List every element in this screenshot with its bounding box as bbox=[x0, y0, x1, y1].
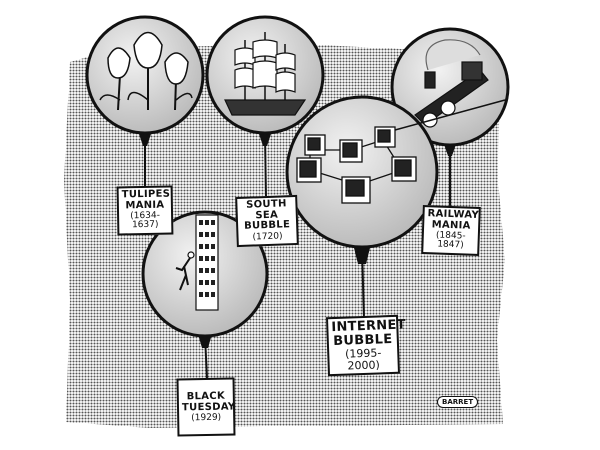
label-title: BLACK TUESDAY bbox=[181, 390, 236, 413]
label-title: INTERNET BUBBLE bbox=[331, 317, 407, 349]
label-dates: (1845-1847) bbox=[435, 230, 466, 251]
balloon-knot bbox=[444, 144, 456, 156]
balloon-knot bbox=[198, 334, 212, 348]
label-dates: (1995-2000) bbox=[344, 346, 382, 373]
balloon-knot bbox=[139, 134, 151, 146]
falling-man-icon bbox=[175, 251, 195, 291]
label-title: RAILWAY MANIA bbox=[427, 208, 480, 232]
artist-signature: BARRET bbox=[437, 396, 479, 408]
railway-mania-label: RAILWAY MANIA (1845-1847) bbox=[421, 205, 481, 256]
internet-bubble-label: INTERNET BUBBLE (1995-2000) bbox=[325, 314, 407, 377]
steam-train-icon bbox=[394, 39, 506, 131]
label-title: TULIPES MANIA bbox=[121, 188, 171, 211]
label-dates: (1720) bbox=[252, 230, 283, 243]
label-dates: (1929) bbox=[191, 412, 222, 424]
sailing-ship-icon bbox=[224, 32, 307, 116]
balloon-knot bbox=[259, 134, 271, 146]
skyscraper-icon bbox=[175, 214, 219, 311]
black-tuesday-label: BLACK TUESDAY (1929) bbox=[176, 377, 236, 437]
tulip-mania-label: TULIPES MANIA (1634-1637) bbox=[116, 185, 174, 236]
balloon-knots bbox=[139, 134, 456, 348]
south-sea-bubble-label: SOUTH SEA BUBBLE (1720) bbox=[235, 194, 299, 248]
balloon-knot bbox=[354, 248, 370, 264]
label-title: SOUTH SEA BUBBLE bbox=[243, 198, 291, 232]
computer-network-icon bbox=[296, 126, 417, 204]
tulip-icon bbox=[99, 31, 193, 111]
label-dates: (1634-1637) bbox=[130, 210, 161, 231]
tulip-balloon bbox=[85, 15, 205, 135]
